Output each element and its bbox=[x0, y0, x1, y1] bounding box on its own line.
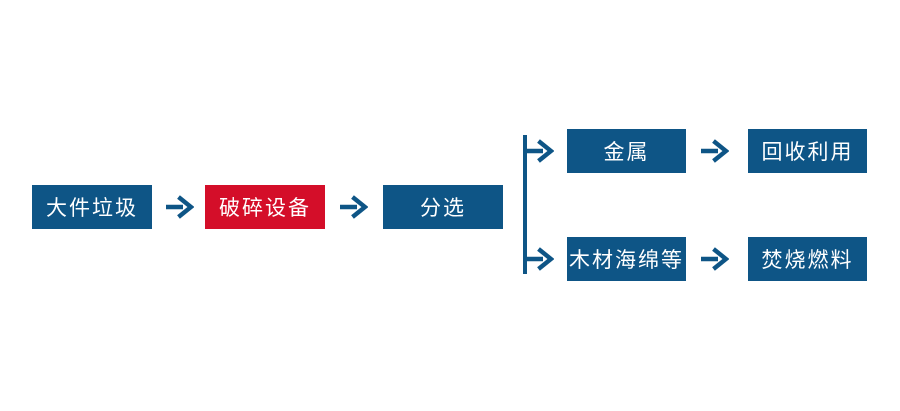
node-recycling: 回收利用 bbox=[748, 129, 867, 173]
node-crushing-equipment: 破碎设备 bbox=[205, 185, 325, 229]
node-wood-sponge: 木材海绵等 bbox=[567, 237, 686, 281]
arrow-right-icon bbox=[701, 247, 729, 271]
node-sorting: 分选 bbox=[383, 185, 503, 229]
branch-arrow-top-icon bbox=[526, 139, 554, 163]
arrow-right-icon bbox=[340, 195, 368, 219]
branch-connector-line bbox=[523, 135, 527, 274]
node-metal: 金属 bbox=[567, 129, 686, 173]
node-bulky-waste: 大件垃圾 bbox=[32, 185, 152, 229]
branch-arrow-bottom-icon bbox=[526, 247, 554, 271]
arrow-right-icon bbox=[166, 195, 194, 219]
arrow-right-icon bbox=[701, 139, 729, 163]
node-incineration-fuel: 焚烧燃料 bbox=[748, 237, 867, 281]
